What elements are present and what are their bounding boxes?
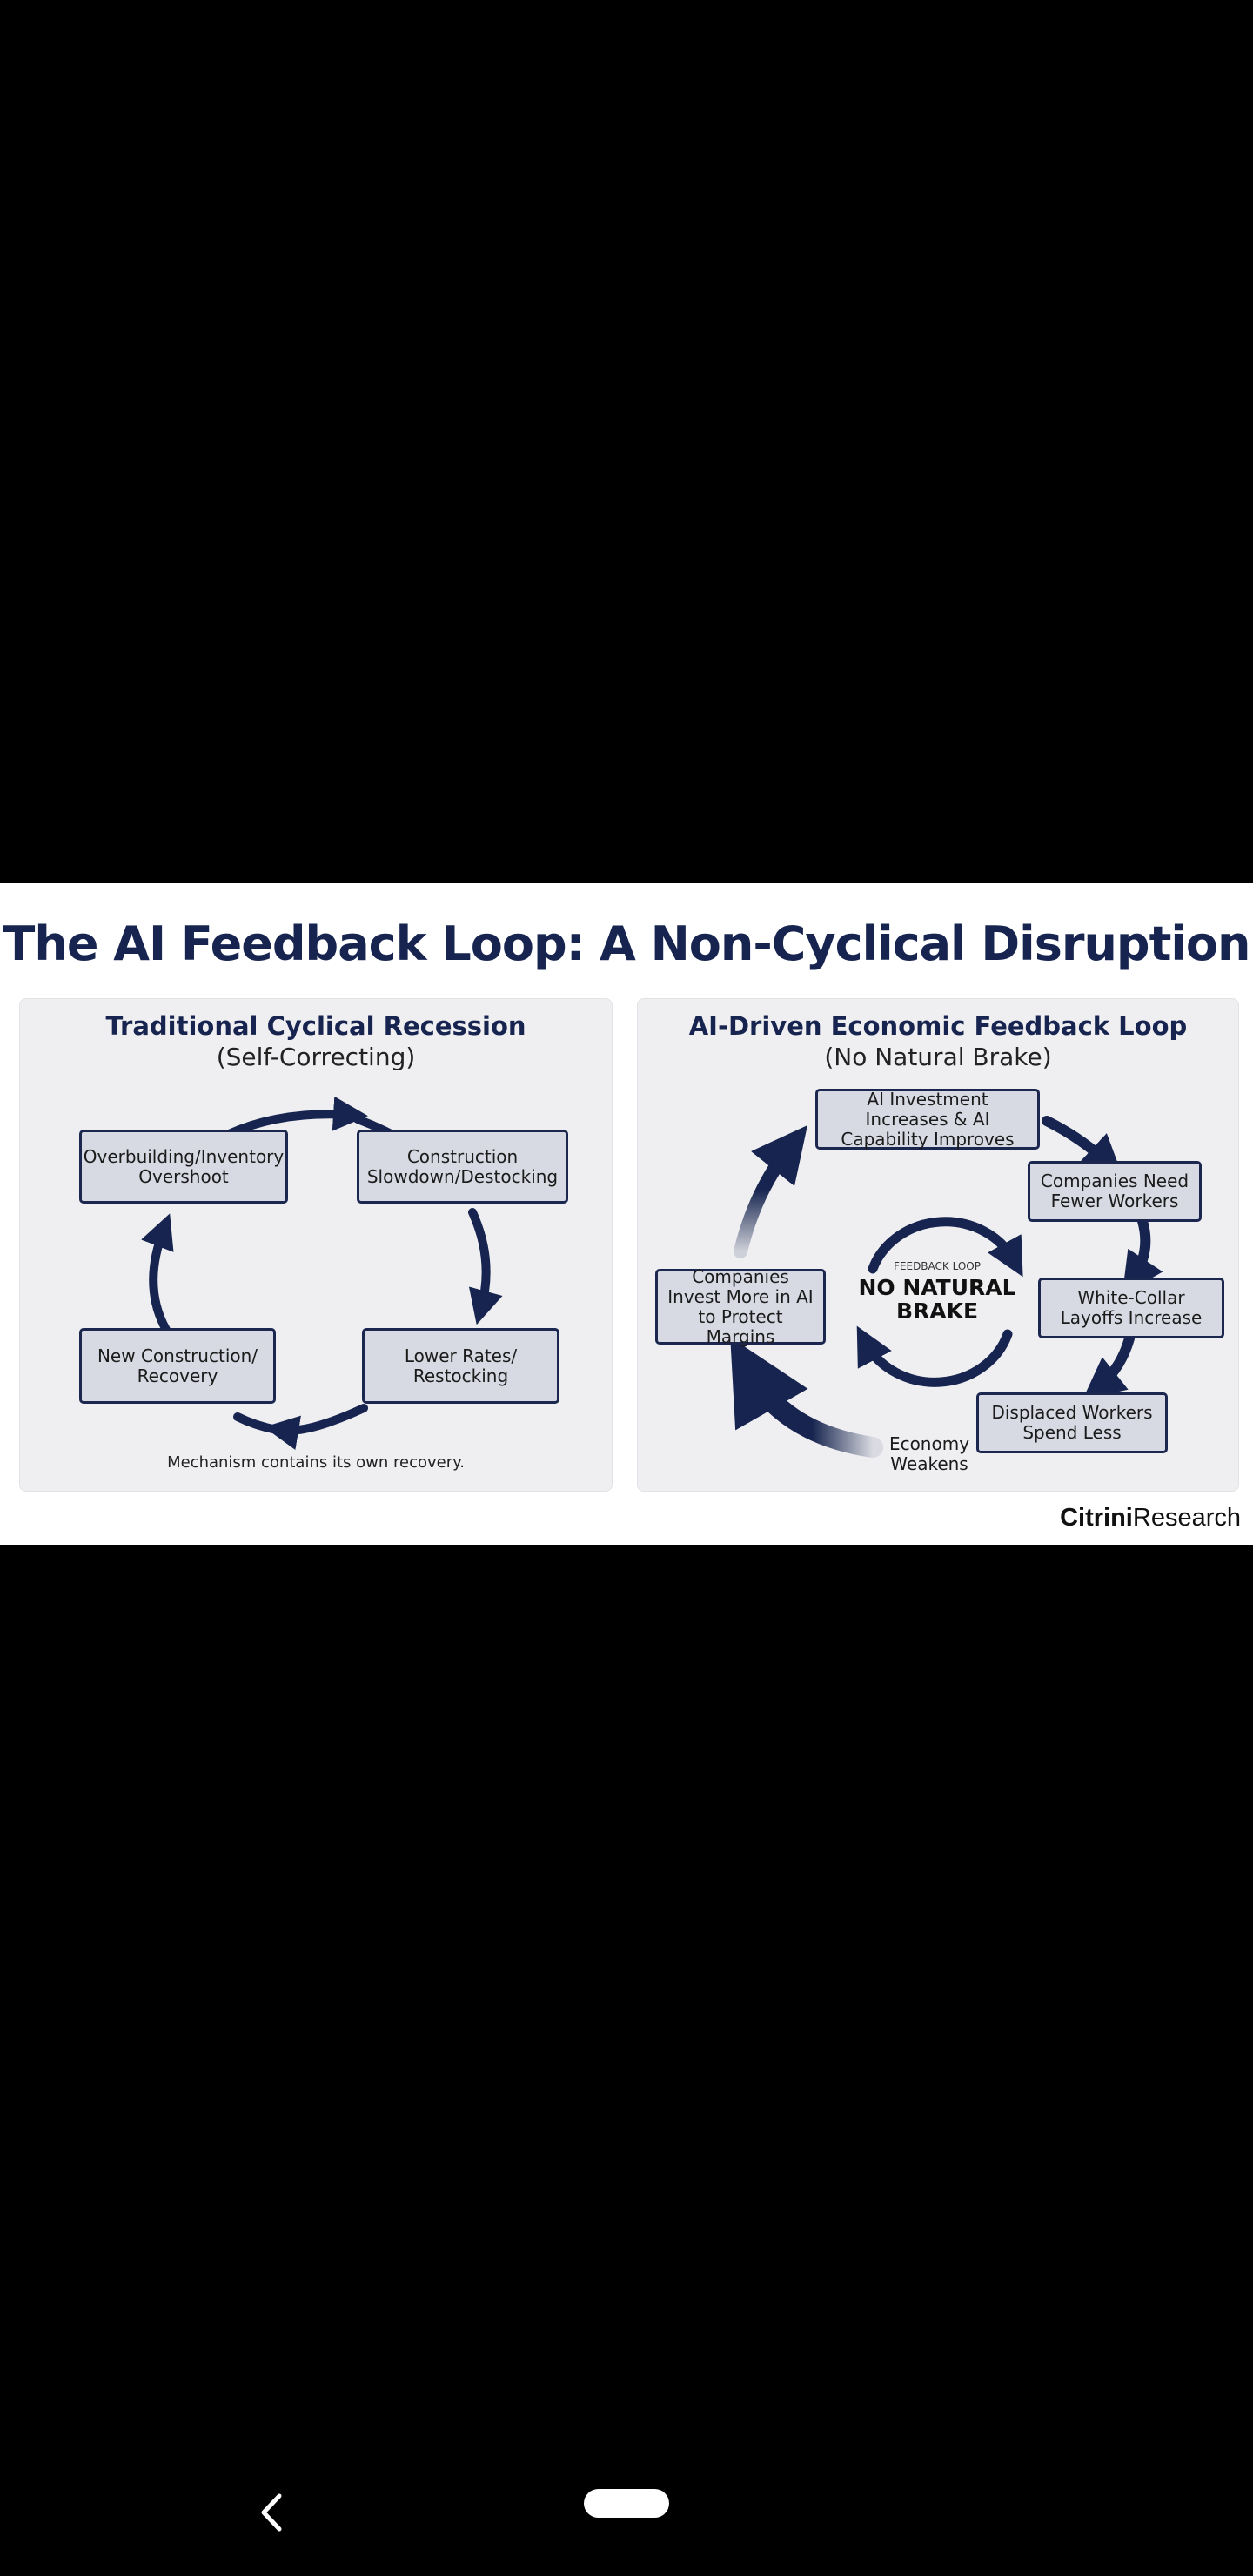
- box-new-construction: New Construction/ Recovery: [79, 1328, 276, 1404]
- center-feedback-label: FEEDBACK LOOP: [894, 1260, 981, 1272]
- box-lower-rates: Lower Rates/ Restocking: [362, 1328, 559, 1404]
- box-companies-invest: Companies Invest More in AI to Protect M…: [655, 1266, 826, 1346]
- right-panel-subtitle: (No Natural Brake): [824, 1043, 1052, 1071]
- left-panel-subtitle: (Self-Correcting): [216, 1043, 416, 1071]
- left-arrow-left: [141, 1213, 174, 1334]
- left-arrow-bottom-tail: [233, 1412, 281, 1434]
- right-panel-title: AI-Driven Economic Feedback Loop: [688, 1011, 1188, 1041]
- right-arrow-economy-to-invest: [730, 1337, 883, 1458]
- left-panel-caption: Mechanism contains its own recovery.: [167, 1453, 465, 1472]
- right-arrow-companies-to-layoffs: [1122, 1216, 1163, 1295]
- center-arc-top: [868, 1217, 1023, 1278]
- right-loop-arrows: [730, 1116, 1163, 1458]
- brand-part-2: Research: [1132, 1504, 1241, 1532]
- left-panel: Traditional Cyclical Recession (Self-Cor…: [19, 998, 613, 1492]
- infographic-title: The AI Feedback Loop: A Non-Cyclical Dis…: [3, 916, 1251, 971]
- chevron-left-icon: [261, 2493, 282, 2532]
- box-companies-need: Companies Need Fewer Workers: [1028, 1161, 1202, 1222]
- left-arrow-right: [468, 1208, 503, 1325]
- box-construction-slowdown: Construction Slowdown/Destocking: [357, 1130, 568, 1204]
- left-arrow-top: [224, 1096, 368, 1138]
- right-arrow-invest-to-ai: [734, 1125, 807, 1258]
- home-pill-button[interactable]: [584, 2489, 669, 2518]
- box-overbuilding: Overbuilding/Inventory Overshoot: [79, 1130, 288, 1204]
- center-arc-bottom: [856, 1325, 1013, 1387]
- right-arrow-ai-to-companies: [1042, 1116, 1123, 1177]
- left-panel-title: Traditional Cyclical Recession: [105, 1011, 526, 1041]
- center-no-brake-label: NO NATURAL BRAKE: [858, 1275, 1016, 1324]
- box-displaced-workers: Displaced Workers Spend Less: [976, 1392, 1168, 1453]
- left-cycle-arrows: [141, 1096, 503, 1451]
- box-ai-investment: AI Investment Increases & AI Capability …: [815, 1089, 1040, 1150]
- economy-weakens-label: Economy Weakens: [888, 1433, 970, 1474]
- infographic-image: The AI Feedback Loop: A Non-Cyclical Dis…: [0, 883, 1253, 1545]
- system-navigation-bar: [0, 2437, 1253, 2576]
- left-arrow-bottom: [264, 1404, 368, 1451]
- box-white-collar: White-Collar Layoffs Increase: [1038, 1278, 1224, 1338]
- brand-logo: CitriniResearch: [1060, 1504, 1241, 1533]
- right-arrow-layoffs-to-displaced: [1082, 1333, 1135, 1399]
- back-button[interactable]: [255, 2491, 290, 2534]
- right-panel: AI-Driven Economic Feedback Loop (No Nat…: [637, 998, 1239, 1492]
- brand-part-1: Citrini: [1060, 1504, 1133, 1532]
